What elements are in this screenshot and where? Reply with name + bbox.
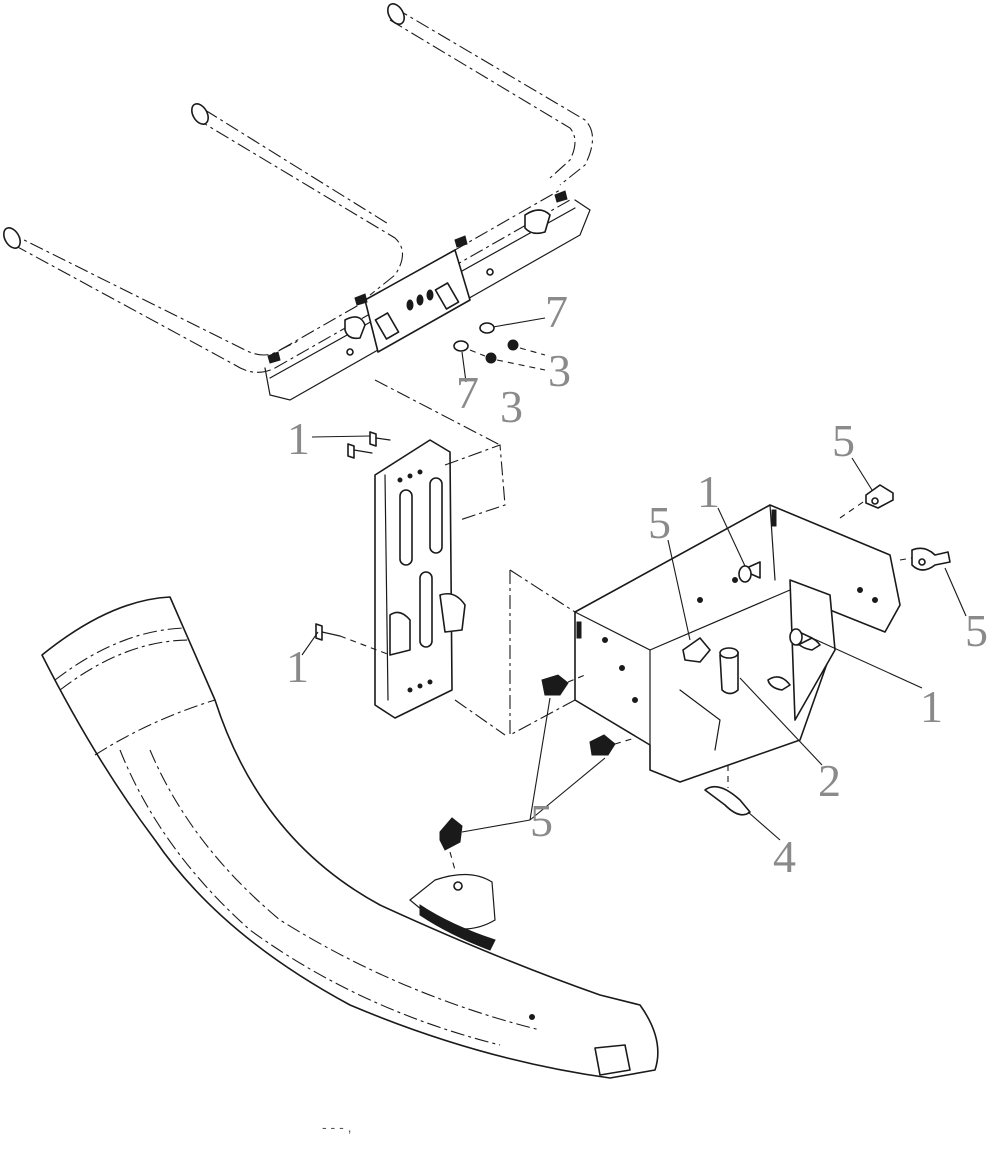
callout-label: 2 bbox=[818, 755, 841, 806]
pin-group bbox=[704, 561, 813, 816]
callout-label: 7 bbox=[456, 367, 479, 418]
wing-knob-icon bbox=[541, 674, 569, 696]
leader-lines bbox=[301, 317, 967, 841]
callout-label: 1 bbox=[286, 641, 309, 692]
callout-label: 1 bbox=[697, 466, 720, 517]
center-bracket bbox=[374, 379, 511, 736]
wing-knob-icon bbox=[911, 547, 951, 571]
lower-shroud bbox=[41, 596, 659, 1079]
nut-icon bbox=[485, 352, 497, 364]
nut-icon bbox=[507, 339, 519, 351]
callout-label: 3 bbox=[500, 381, 523, 432]
bolt-icon bbox=[369, 431, 377, 447]
wing-knob-icon bbox=[682, 637, 711, 663]
callout-label: 5 bbox=[530, 795, 553, 846]
callout-label: 5 bbox=[965, 605, 988, 656]
callout-label: 1 bbox=[920, 681, 943, 732]
callout-label: 3 bbox=[548, 345, 571, 396]
bolt-icon bbox=[347, 443, 355, 459]
callout-label: 7 bbox=[545, 286, 568, 337]
lock-pin-icon bbox=[704, 785, 751, 816]
wing-knob-icon bbox=[589, 734, 616, 756]
callout-label: 5 bbox=[832, 415, 855, 466]
washer-and-nut-group bbox=[453, 322, 546, 371]
callout-label: 1 bbox=[287, 413, 310, 464]
callout-label: 5 bbox=[648, 497, 671, 548]
callout-labels: 7 7 3 3 1 1 5 1 5 5 1 2 5 4 bbox=[286, 286, 988, 882]
pin-icon bbox=[719, 651, 739, 695]
bolt-icon bbox=[315, 623, 323, 641]
washer-icon bbox=[453, 340, 469, 352]
mount-box-bracket bbox=[509, 504, 901, 783]
handlebar-frame bbox=[3, 3, 594, 401]
bolt-group-left bbox=[315, 431, 391, 656]
footer-mark: - - - , bbox=[322, 1119, 352, 1135]
callout-label: 4 bbox=[773, 831, 796, 882]
wing-knob-group bbox=[439, 484, 951, 871]
wing-knob-icon bbox=[865, 484, 894, 509]
washer-icon bbox=[479, 322, 495, 334]
wing-knob-icon bbox=[439, 817, 463, 851]
